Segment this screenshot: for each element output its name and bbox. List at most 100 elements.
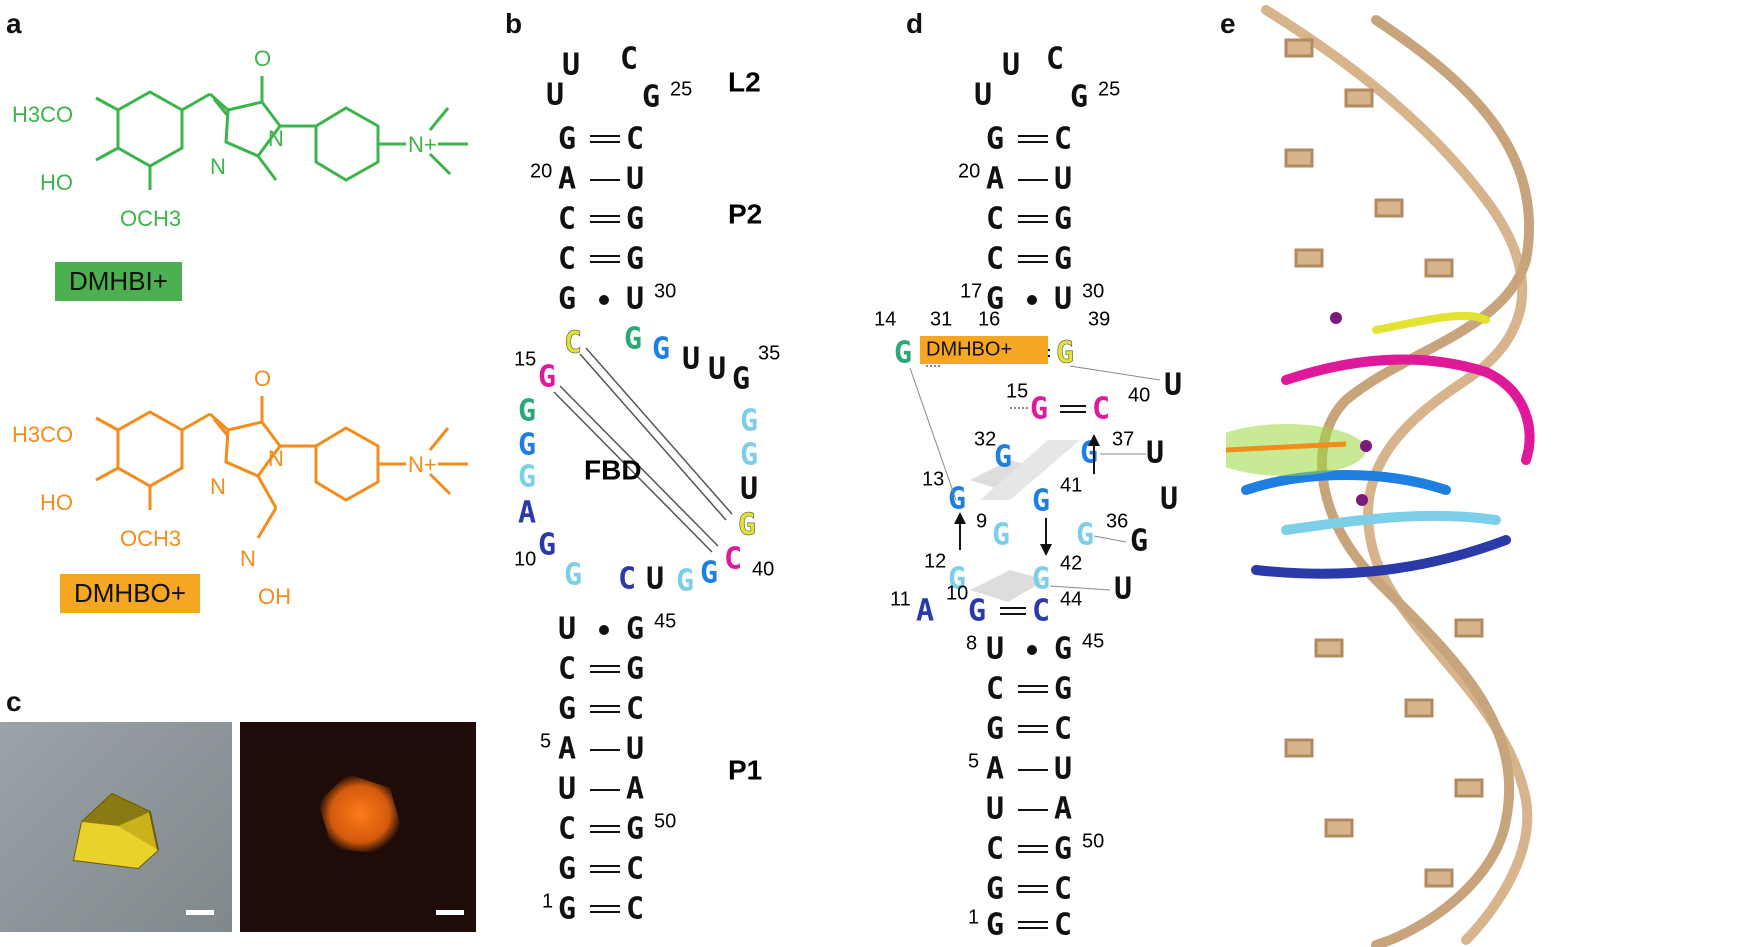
nt-c24: C bbox=[620, 42, 638, 77]
svg-text:G: G bbox=[626, 202, 644, 237]
svg-text:G: G bbox=[1056, 336, 1074, 371]
num-40: 40 bbox=[752, 558, 774, 580]
d-num-42: 42 bbox=[1060, 552, 1082, 574]
svg-text:G: G bbox=[518, 460, 536, 495]
dmhbi-name-badge: DMHBI+ bbox=[55, 262, 182, 301]
crystal-fluorescence-image bbox=[240, 722, 476, 932]
scale-bar-right bbox=[436, 910, 464, 915]
svg-text:G: G bbox=[740, 404, 758, 439]
svg-text:G: G bbox=[538, 360, 556, 395]
fbd-loop: C G G U U G G G G G A G G G G U G C G G … bbox=[518, 322, 758, 599]
d-dmhbo-label: DMHBO+ bbox=[926, 338, 1012, 360]
svg-text:G: G bbox=[948, 562, 966, 597]
svg-text:G: G bbox=[626, 242, 644, 277]
dmhbi-nme3: N+ bbox=[408, 132, 437, 157]
svg-text:C: C bbox=[986, 202, 1004, 237]
d-num-17: 17 bbox=[960, 280, 982, 302]
svg-text:G: G bbox=[1030, 392, 1048, 427]
svg-text:C: C bbox=[558, 652, 576, 687]
svg-text:G: G bbox=[626, 652, 644, 687]
svg-text:U: U bbox=[1054, 752, 1072, 787]
dmhbo-ho: HO bbox=[40, 490, 73, 515]
svg-text:G: G bbox=[1070, 80, 1088, 115]
svg-text:U: U bbox=[740, 472, 758, 507]
svg-text:U: U bbox=[626, 162, 644, 197]
svg-text:G: G bbox=[624, 322, 642, 357]
svg-text:C: C bbox=[986, 832, 1004, 867]
d-num-45: 45 bbox=[1082, 630, 1104, 652]
svg-text:G: G bbox=[700, 556, 718, 591]
svg-text:G: G bbox=[986, 712, 1004, 747]
svg-text:A: A bbox=[1054, 792, 1072, 827]
svg-text:G: G bbox=[1130, 524, 1148, 559]
svg-text:U: U bbox=[682, 342, 700, 377]
svg-text:U: U bbox=[646, 562, 664, 597]
svg-text:G: G bbox=[626, 612, 644, 647]
svg-text:G: G bbox=[652, 332, 670, 367]
svg-text:G: G bbox=[558, 122, 576, 157]
d-num-12: 12 bbox=[924, 550, 946, 572]
svg-text:C: C bbox=[1054, 872, 1072, 907]
svg-text:C: C bbox=[724, 542, 742, 577]
svg-text:G: G bbox=[738, 508, 756, 543]
svg-text:C: C bbox=[626, 122, 644, 157]
d-num-14: 14 bbox=[874, 308, 896, 330]
panel-d-tertiary-structure: U C U G 25 GC AU CG CG GU 20 17 30 G G C… bbox=[874, 42, 1182, 941]
dmhbi-n2: N bbox=[210, 154, 226, 179]
d-num-50: 50 bbox=[1082, 830, 1104, 852]
region-p2: P2 bbox=[728, 198, 762, 229]
svg-text:C: C bbox=[618, 562, 636, 597]
svg-text:C: C bbox=[558, 812, 576, 847]
scale-bar-left bbox=[186, 910, 214, 915]
svg-text:A: A bbox=[986, 752, 1004, 787]
svg-text:U: U bbox=[1160, 482, 1178, 517]
dmhbi-och3: OCH3 bbox=[120, 206, 181, 231]
d-num-11: 11 bbox=[890, 588, 911, 610]
num-45: 45 bbox=[654, 610, 676, 632]
svg-text:G: G bbox=[676, 564, 694, 599]
svg-text:G: G bbox=[558, 282, 576, 317]
svg-text:G: G bbox=[558, 892, 576, 927]
d-num-20: 20 bbox=[958, 160, 980, 182]
svg-text:U: U bbox=[1002, 48, 1020, 83]
svg-text:G: G bbox=[1054, 632, 1072, 667]
num-30: 30 bbox=[654, 280, 676, 302]
d-num-32: 32 bbox=[974, 428, 996, 450]
dmhbi-structure bbox=[95, 76, 468, 190]
svg-text:C: C bbox=[1046, 42, 1064, 77]
svg-text:G: G bbox=[564, 558, 582, 593]
d-num-10: 10 bbox=[946, 582, 968, 604]
svg-text:U: U bbox=[626, 282, 644, 317]
d-num-40: 40 bbox=[1128, 384, 1150, 406]
svg-text:G: G bbox=[986, 122, 1004, 157]
region-p1: P1 bbox=[728, 754, 762, 785]
svg-text:C: C bbox=[1032, 594, 1050, 629]
num-1: 1 bbox=[542, 890, 553, 912]
d-num-31: 31 bbox=[930, 308, 952, 330]
dmhbi-ho: HO bbox=[40, 170, 73, 195]
d-num-9: 9 bbox=[976, 510, 987, 532]
svg-text:U: U bbox=[1054, 282, 1072, 317]
svg-text:C: C bbox=[1054, 712, 1072, 747]
d-num-15: 15 bbox=[1006, 380, 1028, 402]
svg-text:U: U bbox=[1164, 368, 1182, 403]
svg-text:A: A bbox=[558, 162, 576, 197]
nt-u22: U bbox=[546, 78, 564, 113]
dmhbi-n1: N bbox=[268, 126, 284, 151]
svg-text:C: C bbox=[558, 202, 576, 237]
svg-text:C: C bbox=[564, 326, 582, 361]
svg-text:U: U bbox=[986, 792, 1004, 827]
svg-text:U: U bbox=[986, 632, 1004, 667]
svg-text:G: G bbox=[994, 440, 1012, 475]
num-25: 25 bbox=[670, 78, 692, 100]
svg-text:G: G bbox=[626, 812, 644, 847]
dmhbo-h3co: H3CO bbox=[12, 422, 73, 447]
panel-a-structures: H3CO HO OCH3 O N N N+ H3CO HO OCH3 O N N… bbox=[12, 46, 468, 609]
d-num-36: 36 bbox=[1106, 510, 1128, 532]
svg-text:G: G bbox=[1054, 672, 1072, 707]
svg-text:U: U bbox=[1146, 436, 1164, 471]
d-num-25: 25 bbox=[1098, 78, 1120, 100]
